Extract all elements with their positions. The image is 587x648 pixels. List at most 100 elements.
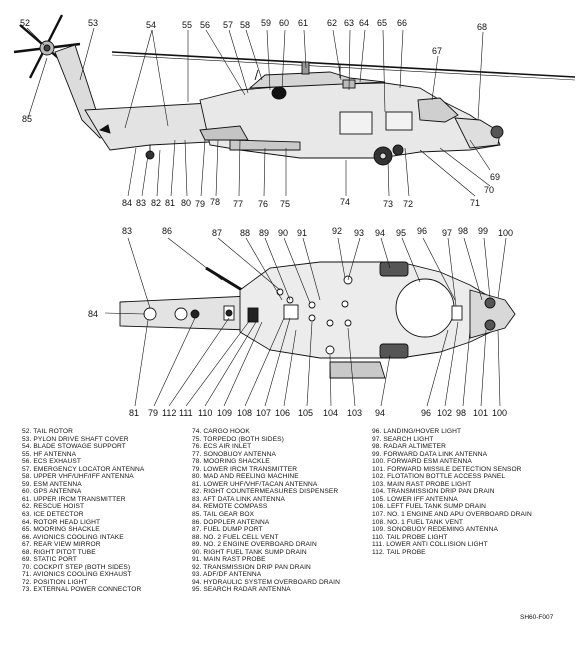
legend-item: 62. RESCUE HOIST bbox=[22, 503, 144, 511]
left-sponson bbox=[379, 261, 409, 277]
legend-text: STATIC PORT bbox=[33, 556, 78, 564]
callout: 75 bbox=[280, 199, 290, 209]
legend-item: 93. ADF/DF ANTENNA bbox=[192, 571, 340, 579]
callout: 67 bbox=[432, 46, 442, 56]
cockpit-window bbox=[417, 97, 459, 123]
legend-number: 109. bbox=[372, 526, 386, 534]
legend-number: 85. bbox=[192, 511, 202, 519]
legend-text: TAIL ROTOR bbox=[33, 428, 74, 435]
engine-cowling bbox=[248, 71, 386, 89]
callout: 71 bbox=[470, 198, 480, 208]
legend-text: TRANSMISSION DRIP PAN DRAIN bbox=[203, 563, 311, 571]
callout: 79 bbox=[195, 199, 205, 209]
legend-number: 88. bbox=[192, 533, 202, 541]
legend-number: 82. bbox=[192, 488, 202, 496]
legend-item: 59. ESM ANTENNA bbox=[22, 481, 144, 489]
legend-item: 102. FLOTATION BOTTLE ACCESS PANEL bbox=[372, 473, 532, 481]
callout: 107 bbox=[256, 408, 271, 418]
callout: 68 bbox=[477, 22, 487, 32]
legend-item: 89. NO. 2 ENGINE OVERBOARD DRAIN bbox=[192, 541, 340, 549]
legend-text: FORWARD MISSILE DETECTION SENSOR bbox=[387, 465, 522, 473]
legend-item: 88. NO. 2 FUEL CELL VENT bbox=[192, 534, 340, 542]
legend-item: 78. MOORING SHACKLE bbox=[192, 458, 340, 466]
legend-item: 56. ECS EXHAUST bbox=[22, 458, 144, 466]
legend-item: 57. EMERGENCY LOCATOR ANTENNA bbox=[22, 466, 144, 474]
callout: 79 bbox=[148, 408, 158, 418]
landing-light bbox=[451, 305, 463, 321]
legend-number: 80. bbox=[192, 473, 202, 481]
callout: 93 bbox=[354, 228, 364, 238]
radar-dome bbox=[395, 278, 455, 338]
legend-text: LEFT FUEL TANK SUMP DRAIN bbox=[387, 503, 487, 511]
cabin-door bbox=[339, 111, 373, 135]
legend-item: 104. TRANSMISSION DRIP PAN DRAIN bbox=[372, 488, 532, 496]
callout: 64 bbox=[359, 18, 369, 28]
legend-number: 61. bbox=[22, 495, 32, 503]
callout: 58 bbox=[240, 20, 250, 30]
callout: 96 bbox=[417, 226, 427, 236]
nose-sensor bbox=[490, 125, 504, 139]
legend-item: 100. FORWARD ESM ANTENNA bbox=[372, 458, 532, 466]
legend-text: MOORING SHACKLE bbox=[203, 458, 270, 466]
legend-number: 54. bbox=[22, 443, 32, 451]
legend-item: 61. UPPER IRCM TRANSMITTER bbox=[22, 496, 144, 504]
legend-item: 75. TORPEDO (BOTH SIDES) bbox=[192, 436, 340, 444]
legend-text: ICE DETECTOR bbox=[33, 511, 84, 519]
callout: 110 bbox=[198, 408, 212, 418]
legend-number: 75. bbox=[192, 435, 202, 443]
legend-text: SEARCH RADAR ANTENNA bbox=[203, 586, 291, 594]
callout: 81 bbox=[129, 408, 139, 418]
bottom-view bbox=[119, 261, 516, 379]
legend-item: 110. TAIL PROBE LIGHT bbox=[372, 534, 532, 542]
legend-number: 87. bbox=[192, 526, 202, 534]
legend-number: 77. bbox=[192, 450, 202, 458]
legend-item: 79. LOWER IRCM TRANSMITTER bbox=[192, 466, 340, 474]
legend-text: RADAR ALTIMETER bbox=[383, 443, 446, 451]
legend-number: 58. bbox=[22, 473, 32, 481]
legend-number: 57. bbox=[22, 465, 32, 473]
legend-number: 66. bbox=[22, 533, 32, 541]
legend-number: 103. bbox=[372, 480, 386, 488]
legend-item: 63. ICE DETECTOR bbox=[22, 511, 144, 519]
legend-text: NO. 1 ENGINE AND APU OVERBOARD DRAIN bbox=[387, 511, 532, 519]
callout: 74 bbox=[340, 197, 350, 207]
legend-item: 71. AVIONICS COOLING EXHAUST bbox=[22, 571, 144, 579]
legend-number: 92. bbox=[192, 563, 202, 571]
legend-number: 111. bbox=[372, 541, 385, 549]
legend-text: RIGHT FUEL TANK SUMP DRAIN bbox=[203, 548, 307, 556]
legend-item: 108. NO. 1 FUEL TANK VENT bbox=[372, 519, 532, 527]
legend-number: 70. bbox=[22, 563, 32, 571]
callout: 101 bbox=[473, 408, 488, 418]
legend-number: 79. bbox=[192, 465, 202, 473]
bottom-leader-lines bbox=[104, 237, 507, 407]
legend-text: RIGHT PITOT TUBE bbox=[33, 548, 96, 556]
callout: 94 bbox=[375, 228, 385, 238]
legend-text: EXTERNAL POWER CONNECTOR bbox=[33, 586, 142, 594]
callout: 89 bbox=[259, 228, 269, 238]
legend-item: 97. SEARCH LIGHT bbox=[372, 436, 532, 444]
callout: 86 bbox=[162, 226, 172, 236]
callout: 87 bbox=[212, 228, 222, 238]
legend-number: 52. bbox=[22, 428, 32, 435]
callout: 84 bbox=[122, 198, 132, 208]
legend-number: 110. bbox=[372, 533, 385, 541]
legend-text: GPS ANTENNA bbox=[33, 488, 82, 496]
legend-text: LOWER ANTI COLLISION LIGHT bbox=[386, 541, 488, 549]
callout: 65 bbox=[377, 18, 387, 28]
legend-text: TAIL PROBE bbox=[386, 548, 426, 556]
legend-item: 85. TAIL GEAR BOX bbox=[192, 511, 340, 519]
legend-number: 106. bbox=[372, 503, 386, 511]
legend-item: 95. SEARCH RADAR ANTENNA bbox=[192, 586, 340, 594]
legend-text: SONOBUOY REDEMING ANTENNA bbox=[387, 526, 498, 534]
legend-number: 55. bbox=[22, 450, 32, 458]
ircm-transmitter bbox=[271, 86, 287, 100]
legend-item: 111. LOWER ANTI COLLISION LIGHT bbox=[372, 541, 532, 549]
legend-item: 86. DOPPLER ANTENNA bbox=[192, 519, 340, 527]
callout: 94 bbox=[375, 408, 385, 418]
callout: 69 bbox=[490, 172, 500, 182]
legend-number: 98. bbox=[372, 443, 382, 451]
legend-item: 52. TAIL ROTOR bbox=[22, 428, 144, 436]
